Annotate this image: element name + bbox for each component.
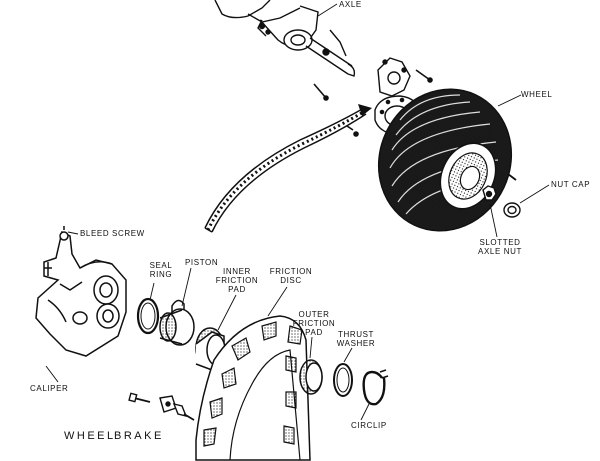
caliper-body — [35, 226, 127, 357]
label-inner-friction-pad-line1: INNER — [223, 267, 251, 276]
axle-shaft — [305, 29, 356, 77]
label-seal-ring: SEAL RING — [144, 261, 178, 279]
label-outer-friction-pad-line2: FRICTION — [292, 319, 336, 328]
leader-lines — [45, 3, 550, 421]
seal-ring — [136, 297, 160, 335]
label-thrust-washer: THRUST WASHER — [334, 330, 378, 348]
friction-disc — [195, 315, 311, 461]
label-outer-friction-pad-line1: OUTER — [298, 310, 330, 319]
label-circlip: CIRCLIP — [351, 421, 387, 430]
label-axle: AXLE — [339, 0, 362, 9]
label-thrust-washer-line2: WASHER — [336, 339, 376, 348]
label-caliper: CALIPER — [30, 384, 69, 393]
label-inner-friction-pad: INNER FRICTION PAD — [214, 267, 260, 294]
diagram-title-left: WHEEL — [64, 430, 116, 442]
brake-pipe — [204, 104, 372, 233]
axle-bolts — [313, 69, 433, 137]
axle-nut-and-cap — [482, 173, 521, 218]
label-friction-disc-line2: DISC — [280, 276, 302, 285]
label-nut-cap: NUT CAP — [551, 180, 591, 189]
label-inner-friction-pad-line2: FRICTION — [215, 276, 259, 285]
wheel-assembly — [377, 88, 513, 232]
label-slotted-axle-nut: SLOTTED AXLE NUT — [472, 238, 528, 256]
label-slotted-axle-nut-line1: SLOTTED — [479, 238, 521, 247]
label-inner-friction-pad-line3: PAD — [228, 285, 246, 294]
label-friction-disc-line1: FRICTION — [269, 267, 313, 276]
label-seal-ring-line2: RING — [149, 270, 173, 279]
thrust-washer — [333, 363, 353, 397]
label-slotted-axle-nut-line2: AXLE NUT — [478, 247, 522, 256]
diagram-title-right: BRAKE — [114, 430, 164, 442]
piston — [159, 299, 195, 346]
caliper-bolts — [128, 392, 195, 421]
label-outer-friction-pad: OUTER FRICTION PAD — [292, 310, 336, 337]
label-piston: PISTON — [185, 258, 219, 267]
label-bleed-screw: BLEED SCREW — [80, 229, 145, 238]
label-wheel: WHEEL — [521, 90, 553, 99]
label-seal-ring-line1: SEAL — [149, 261, 173, 270]
strut-housing — [214, 0, 319, 51]
outer-friction-pad — [299, 359, 323, 395]
label-friction-disc: FRICTION DISC — [266, 267, 316, 285]
label-outer-friction-pad-line3: PAD — [305, 328, 323, 337]
circlip — [362, 369, 389, 406]
label-thrust-washer-line1: THRUST — [337, 330, 375, 339]
